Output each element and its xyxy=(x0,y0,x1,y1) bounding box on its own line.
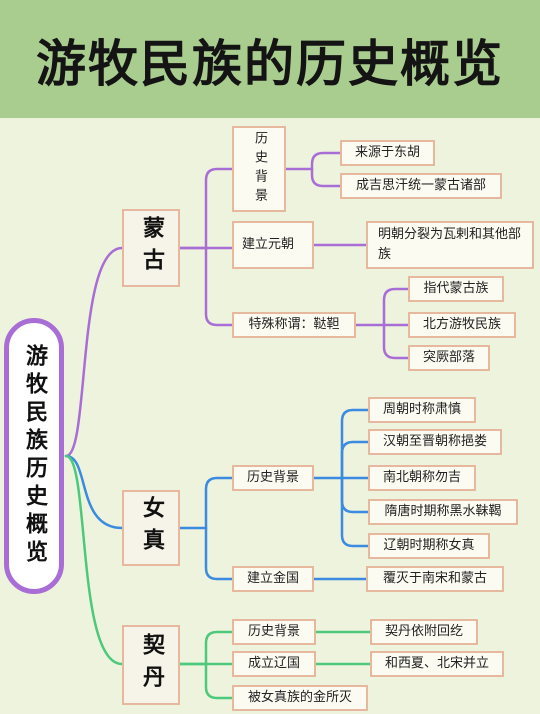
edge-bg-leaf1 xyxy=(284,151,342,171)
leaf-dada-nomad: 北方游牧民族 xyxy=(408,312,516,338)
edge-nbg-leaf2 xyxy=(340,440,370,480)
edge-qidan-mie xyxy=(204,662,234,700)
edge-dada-leaf3 xyxy=(382,323,410,360)
node-qidan-history: 历史背景 xyxy=(232,619,316,645)
node-mongol-history-label: 历史背景 xyxy=(252,131,267,207)
edge-mongol-dada xyxy=(204,246,234,327)
node-mongol-history: 历史背景 xyxy=(232,126,286,212)
header-banner xyxy=(0,0,540,118)
leaf-nuzhen-yilou: 汉朝至晋朝称挹娄 xyxy=(368,429,502,455)
node-mongol-yuan-label: 建立元朝 xyxy=(242,237,295,252)
root-label: 游牧民族历史概览 xyxy=(22,344,47,568)
edge-nbg-leaf5 xyxy=(340,476,370,548)
page-title: 游牧民族的历史概览 xyxy=(36,35,504,93)
edge-nbg-leaf4 xyxy=(340,476,370,514)
leaf-mongol-ming: 明朝分裂为瓦剌和其他部族 xyxy=(366,221,534,269)
node-nuzhen-history: 历史背景 xyxy=(232,465,314,491)
root-node: 游牧民族历史概览 xyxy=(4,318,64,594)
node-nuzhen-jin: 建立金国 xyxy=(232,566,314,592)
edge-qidan-bg xyxy=(178,630,234,666)
node-qidan-jinmie: 被女真族的金所灭 xyxy=(232,685,368,711)
leaf-qidan-xixia: 和西夏、北宋并立 xyxy=(370,651,504,677)
edge-bg-leaf2 xyxy=(310,167,342,188)
leaf-nuzhen-sushen: 周朝时称肃慎 xyxy=(368,397,476,423)
leaf-nuzhen-heishui: 隋唐时期称黑水靺鞨 xyxy=(368,499,518,525)
leaf-nuzhen-wuji: 南北朝称勿吉 xyxy=(368,465,476,491)
leaf-dada-mongol: 指代蒙古族 xyxy=(408,276,504,302)
edge-mongol-bg xyxy=(178,167,234,250)
edge-nbg-leaf1 xyxy=(312,408,370,480)
edge-root-mongol xyxy=(64,246,124,458)
leaf-nuzhen-fall: 覆灭于南宋和蒙古 xyxy=(366,566,504,592)
node-mongol: 蒙古 xyxy=(122,209,180,287)
leaf-nuzhen-liao: 辽朝时期称女真 xyxy=(368,533,490,559)
leaf-qidan-huihe: 契丹依附回纥 xyxy=(370,619,478,645)
node-qidan-liao: 成立辽国 xyxy=(232,651,316,677)
edge-root-qidan xyxy=(64,454,124,666)
node-qidan: 契丹 xyxy=(122,625,180,705)
leaf-mongol-genghis: 成吉思汗统一蒙古诸部 xyxy=(340,173,502,199)
node-nuzhen-label: 女真 xyxy=(139,496,164,560)
node-qidan-label: 契丹 xyxy=(139,633,164,697)
node-mongol-label: 蒙古 xyxy=(139,216,164,280)
edge-dada-leaf1 xyxy=(354,287,410,327)
edge-nuzhen-jin xyxy=(204,526,234,581)
node-mongol-dada: 特殊称谓：鞑靼 xyxy=(232,312,356,338)
node-nuzhen: 女真 xyxy=(122,490,180,566)
node-mongol-yuan: 建立元朝 xyxy=(232,221,314,269)
leaf-mongol-donghu: 来源于东胡 xyxy=(340,140,435,166)
edge-root-nuzhen xyxy=(64,454,124,530)
edge-nuzhen-bg xyxy=(178,476,234,530)
leaf-dada-turk: 突厥部落 xyxy=(408,345,490,371)
